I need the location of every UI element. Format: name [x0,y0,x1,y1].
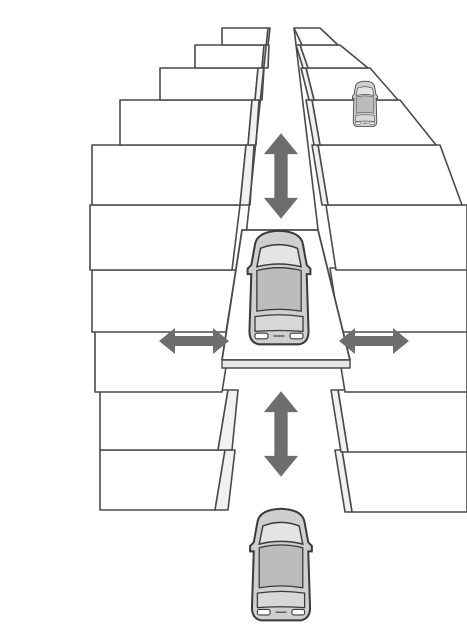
double-arrow-icon [263,391,299,477]
right-level-5 [325,204,467,271]
left-level-8 [159,67,259,101]
car-entering [248,507,314,622]
car-parked-top [351,80,379,128]
left-level-1 [99,449,226,511]
car-on-platform [246,229,312,346]
vertical-arrow-upper [263,133,299,219]
right-level-6 [317,144,463,206]
right-level-10 [293,27,339,46]
left-parking-rack [89,27,271,511]
vertical-arrow-lower [263,391,299,477]
left-level-4 [91,269,237,333]
car-icon [248,507,314,622]
left-level-9 [194,44,265,69]
right-level-8 [305,67,399,101]
car-icon [351,80,379,128]
left-level-10 [221,27,271,46]
right-level-2 [337,389,467,453]
right-level-1 [341,449,467,513]
car-icon [246,229,312,346]
left-level-6 [91,144,247,206]
left-level-2 [99,389,229,451]
double-arrow-icon [263,133,299,219]
right-level-9 [299,44,369,69]
left-level-5 [89,204,241,271]
right-level-4 [329,267,467,333]
left-level-7 [119,99,253,146]
right-parking-rack [293,27,467,513]
